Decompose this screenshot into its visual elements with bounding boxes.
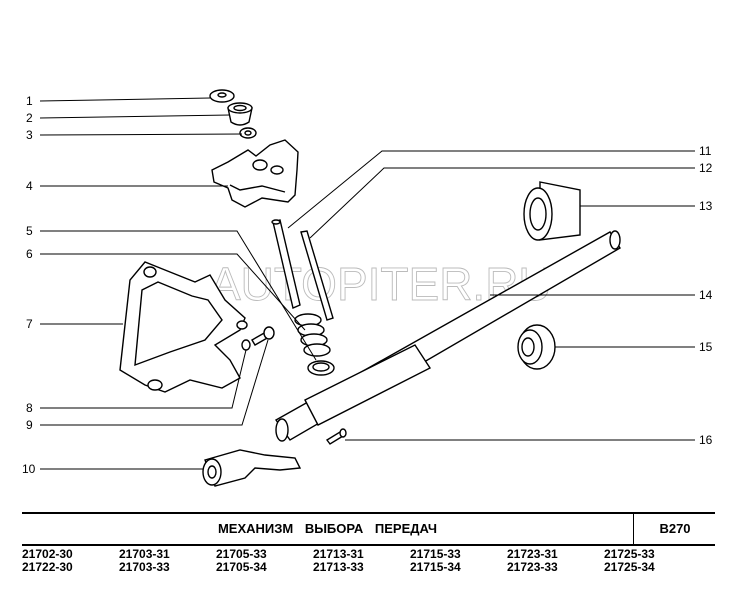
callout-16: 16 — [699, 433, 713, 447]
part-bracket-4 — [211, 139, 299, 208]
callout-2: 2 — [26, 111, 33, 125]
model-code: 21715-33 — [410, 547, 461, 561]
part-spring-cup-2 — [227, 102, 253, 126]
title-block: МЕХАНИЗМ ВЫБОРА ПЕРЕДАЧ B270 — [22, 512, 715, 546]
callout-8: 8 — [26, 401, 33, 415]
part-bearing-15 — [517, 324, 556, 370]
model-code: 21715-34 — [410, 560, 461, 574]
model-code: 21705-34 — [216, 560, 267, 574]
callout-10: 10 — [22, 462, 36, 476]
model-code: 21723-33 — [507, 560, 558, 574]
diagram-title: МЕХАНИЗМ ВЫБОРА ПЕРЕДАЧ — [217, 521, 438, 536]
model-code: 21722-30 — [22, 560, 73, 574]
part-ring-5 — [307, 360, 335, 376]
part-screw-16 — [325, 428, 347, 445]
callout-11: 11 — [699, 144, 712, 158]
diagram-code: B270 — [633, 514, 716, 544]
model-code: 21725-33 — [604, 547, 655, 561]
model-code: 21713-31 — [313, 547, 364, 561]
part-bushing-13 — [523, 181, 581, 241]
callout-14: 14 — [699, 288, 713, 302]
model-code: 21723-31 — [507, 547, 558, 561]
part-rod-12 — [300, 230, 334, 321]
callout-6: 6 — [26, 247, 33, 261]
callout-3: 3 — [26, 128, 33, 142]
model-code: 21703-33 — [119, 560, 170, 574]
part-bolt-9 — [251, 326, 275, 346]
callout-5: 5 — [26, 224, 33, 238]
part-frame-7 — [119, 261, 248, 393]
callout-labels: 1 2 3 4 5 6 7 8 9 10 11 12 13 14 15 16 — [22, 94, 713, 476]
model-code: 21705-33 — [216, 547, 267, 561]
leader-lines — [39, 97, 695, 470]
callout-12: 12 — [699, 161, 713, 175]
model-code: 21725-34 — [604, 560, 655, 574]
callout-7: 7 — [26, 317, 33, 331]
part-spring-6 — [294, 313, 331, 357]
model-code: 21702-30 — [22, 547, 73, 561]
part-rod-11 — [271, 219, 301, 309]
callout-15: 15 — [699, 340, 713, 354]
callout-9: 9 — [26, 418, 33, 432]
callout-1: 1 — [26, 94, 33, 108]
part-fork-10 — [202, 449, 302, 487]
part-washer-1 — [209, 89, 235, 103]
model-code: 21713-33 — [313, 560, 364, 574]
callout-4: 4 — [26, 179, 33, 193]
part-ring-3 — [239, 127, 257, 139]
part-washer-8 — [241, 339, 251, 351]
model-code: 21703-31 — [119, 547, 170, 561]
callout-13: 13 — [699, 199, 713, 213]
